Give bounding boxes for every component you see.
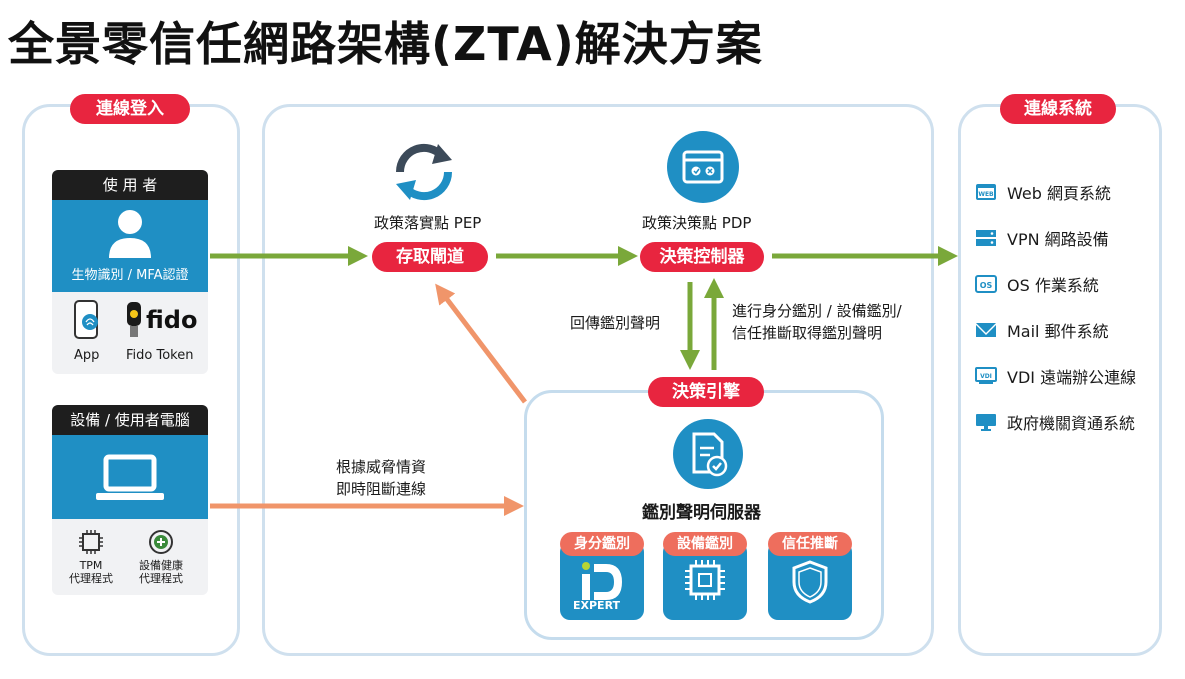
phone-fingerprint-icon — [74, 300, 98, 339]
system-label-web: Web 網頁系統 — [1007, 184, 1111, 203]
system-label-vpn: VPN 網路設備 — [1007, 230, 1109, 249]
return-label: 回傳鑑別聲明 — [570, 314, 661, 332]
pdp-window-icon — [667, 131, 739, 203]
device-card-body — [52, 435, 208, 519]
user-card: 使 用 者 生物識別 / MFA認證 fido App Fido Token — [52, 170, 208, 374]
tpm-chip-icon — [79, 530, 103, 554]
system-label-vdi: VDI 遠端辦公連線 — [1007, 368, 1137, 387]
refresh-icon — [395, 143, 453, 201]
pdp-pill: 決策控制器 — [640, 242, 764, 272]
verify-label: 進行身分鑑別 / 設備鑑別/ 信任推斷取得鑑別聲明 — [732, 302, 902, 342]
pdp-title: 政策決策點 PDP — [642, 214, 752, 232]
system-label-mail: Mail 郵件系統 — [1007, 322, 1109, 341]
auth-label: 生物識別 / MFA認證 — [71, 268, 189, 283]
monitor-icon — [976, 414, 996, 431]
web-icon: WEB — [976, 184, 996, 200]
health-plus-icon — [149, 530, 173, 554]
pep-pill: 存取閘道 — [372, 242, 488, 272]
page-title: 全景零信任網路架構(ZTA)解決方案 — [8, 17, 763, 71]
pep-title: 政策落實點 PEP — [374, 214, 482, 232]
device-tile-label: 設備鑑別 — [663, 532, 747, 556]
system-item-os[interactable]: OS OS 作業系統 — [975, 272, 1099, 296]
expert-label: EXPERT — [573, 599, 621, 612]
svg-text:VDI: VDI — [980, 373, 992, 380]
server-icon — [976, 230, 996, 246]
laptop-icon — [96, 454, 164, 500]
system-item-mail[interactable]: Mail 郵件系統 — [975, 318, 1109, 342]
user-card-header: 使 用 者 — [52, 170, 208, 200]
app-label: App — [74, 348, 100, 363]
system-label-os: OS 作業系統 — [1007, 276, 1099, 295]
identity-tile-label: 身分鑑別 — [560, 532, 644, 556]
system-item-web[interactable]: WEB Web 網頁系統 — [975, 180, 1111, 204]
fido-logo: fido — [146, 306, 198, 334]
server-label: 鑑別聲明伺服器 — [642, 503, 761, 523]
system-label-gov: 政府機關資通系統 — [1007, 414, 1136, 433]
device-card-header: 設備 / 使用者電腦 — [52, 405, 208, 435]
user-card-body: 生物識別 / MFA認證 — [52, 200, 208, 292]
trust-tile-label: 信任推斷 — [768, 532, 852, 556]
os-icon: OS — [975, 275, 997, 293]
chip-icon — [685, 560, 725, 600]
svg-text:WEB: WEB — [978, 191, 994, 198]
tpm-label: TPM 代理程式 — [69, 559, 113, 585]
system-item-vpn[interactable]: VPN 網路設備 — [975, 226, 1109, 250]
login-header: 連線登入 — [70, 94, 190, 124]
system-item-vdi[interactable]: VDI VDI 遠端辦公連線 — [975, 364, 1136, 388]
health-label: 設備健康 代理程式 — [139, 559, 183, 585]
systems-header: 連線系統 — [1000, 94, 1116, 124]
fido-token-label: Fido Token — [126, 348, 194, 363]
device-card: 設備 / 使用者電腦 TPM 代理程式 設備健康 代理程式 — [52, 405, 208, 595]
threat-label: 根據威脅情資 即時阻斷連線 — [336, 458, 427, 498]
svg-text:OS: OS — [980, 281, 993, 290]
security-key-icon — [127, 302, 141, 337]
system-item-gov[interactable]: 政府機關資通系統 — [975, 410, 1135, 434]
engine-pill: 決策引擎 — [648, 377, 764, 407]
vdi-icon: VDI — [975, 367, 997, 384]
user-icon — [109, 210, 151, 258]
document-check-icon — [673, 419, 743, 489]
mail-icon — [976, 323, 996, 337]
id-expert-icon — [582, 562, 622, 600]
shield-icon — [792, 560, 828, 604]
